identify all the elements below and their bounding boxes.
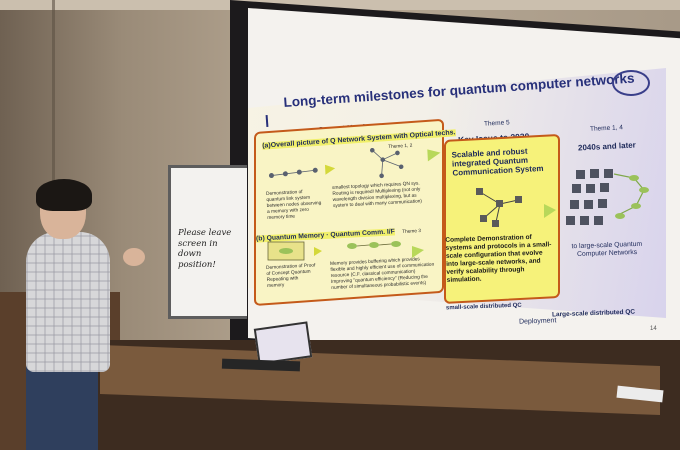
university-logo <box>612 70 650 96</box>
whiteboard-note: Please leave screen in down position! <box>178 228 232 270</box>
arrow-icon <box>412 246 424 258</box>
deployment-label: Deployment <box>518 317 557 326</box>
presenter-hand <box>123 248 145 266</box>
presenter-jeans <box>26 366 98 450</box>
key-issue-title: Scalable and robust integrated Quantum C… <box>451 146 544 178</box>
arrow-icon <box>427 149 441 162</box>
ceiling <box>0 0 680 10</box>
slide-page-number: 14 <box>650 326 657 332</box>
node-icon <box>480 215 487 222</box>
large-network-diagram <box>566 169 649 225</box>
panel-b-note-2: Memory provides buffering which provides… <box>330 257 435 291</box>
arrow-icon <box>324 164 336 175</box>
memory-icon <box>279 248 293 254</box>
presenter-hoodie <box>26 232 110 372</box>
right-arrow-icon <box>544 204 556 218</box>
panel-b-theme: Theme 3 <box>402 229 422 235</box>
arrow-icon <box>314 247 322 256</box>
whiteboard <box>168 165 247 319</box>
presenter-hair <box>36 179 92 211</box>
era-2040-description: to large-scale Quantum Computer Networks <box>571 240 643 259</box>
panel-a-diagrams <box>268 148 441 179</box>
panel-b-diagrams <box>267 241 424 261</box>
node-icon <box>476 188 483 195</box>
panel-b-note-1: Demonstration of Proof of Concept Quantu… <box>266 263 316 289</box>
node-icon <box>496 200 503 207</box>
node-icon <box>492 220 499 227</box>
laptop-screen <box>253 321 313 365</box>
hoodie-pattern <box>26 232 110 372</box>
panel-a-note-1: Demonstration of quantum link system bet… <box>266 190 322 221</box>
node-icon <box>268 173 274 179</box>
theme-5-label: Theme 5 <box>483 119 510 128</box>
key-issue-description: Complete Demonstration of systems and pr… <box>445 233 552 284</box>
small-network-diagram <box>476 188 522 227</box>
node-icon <box>515 196 522 203</box>
